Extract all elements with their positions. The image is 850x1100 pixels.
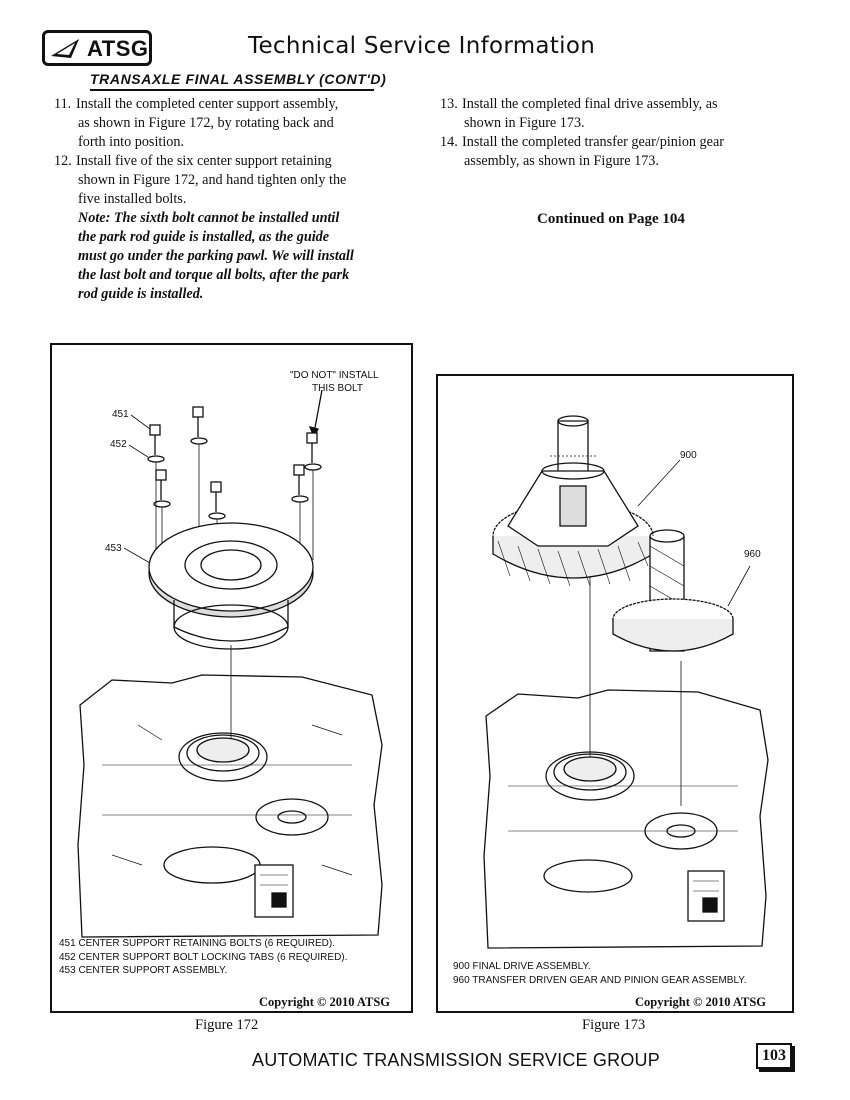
left-column: 11.Install the completed center support … — [54, 95, 414, 304]
figure-172-copyright: Copyright © 2010 ATSG — [259, 995, 390, 1009]
figure-172: "DO NOT" INSTALL THIS BOLT 451 452 453 4… — [50, 343, 413, 1013]
logo-wing-icon — [51, 39, 79, 58]
bolt-group — [149, 406, 318, 512]
final-drive-illustration: 900 960 — [483, 415, 769, 949]
page-number: 103 — [756, 1043, 792, 1069]
figure-173-legend: 900 FINAL DRIVE ASSEMBLY. 960 TRANSFER D… — [453, 961, 747, 986]
step-11: 11.Install the completed center support … — [54, 96, 339, 150]
label-453: 453 — [105, 543, 122, 554]
callout-do-not-1: "DO NOT" INSTALL — [290, 370, 379, 381]
footer-text: AUTOMATIC TRANSMISSION SERVICE GROUP — [252, 1050, 660, 1070]
step-14: 14.Install the completed transfer gear/p… — [440, 134, 724, 169]
figure-173-caption: Figure 173 — [582, 1017, 646, 1033]
atsg-logo: ATSG — [42, 30, 152, 66]
label-900: 900 — [680, 450, 697, 461]
right-column: 13.Install the completed final drive ass… — [440, 95, 820, 171]
callout-do-not-2: THIS BOLT — [312, 383, 363, 394]
logo-text: ATSG — [87, 36, 149, 61]
label-452: 452 — [110, 439, 127, 450]
figure-173: 900 960 900 FINAL DRIVE ASSEMBLY. 960 TR… — [436, 374, 794, 1013]
center-support-illustration: "DO NOT" INSTALL THIS BOLT 451 452 453 — [77, 370, 383, 938]
continued-note: Continued on Page 104 — [537, 211, 685, 227]
figure-172-legend: 451 CENTER SUPPORT RETAINING BOLTS (6 RE… — [59, 938, 348, 976]
step-12: 12.Install five of the six center suppor… — [54, 153, 347, 207]
label-451: 451 — [112, 409, 129, 420]
note: Note: The sixth bolt cannot be installed… — [78, 210, 354, 302]
label-960: 960 — [744, 549, 761, 560]
figure-173-copyright: Copyright © 2010 ATSG — [635, 995, 766, 1009]
section-title: TRANSAXLE FINAL ASSEMBLY (CONT'D) — [90, 71, 387, 87]
section-underline — [90, 89, 374, 91]
figure-172-caption: Figure 172 — [195, 1017, 259, 1033]
page-title: Technical Service Information — [248, 33, 596, 59]
step-13: 13.Install the completed final drive ass… — [440, 96, 718, 131]
